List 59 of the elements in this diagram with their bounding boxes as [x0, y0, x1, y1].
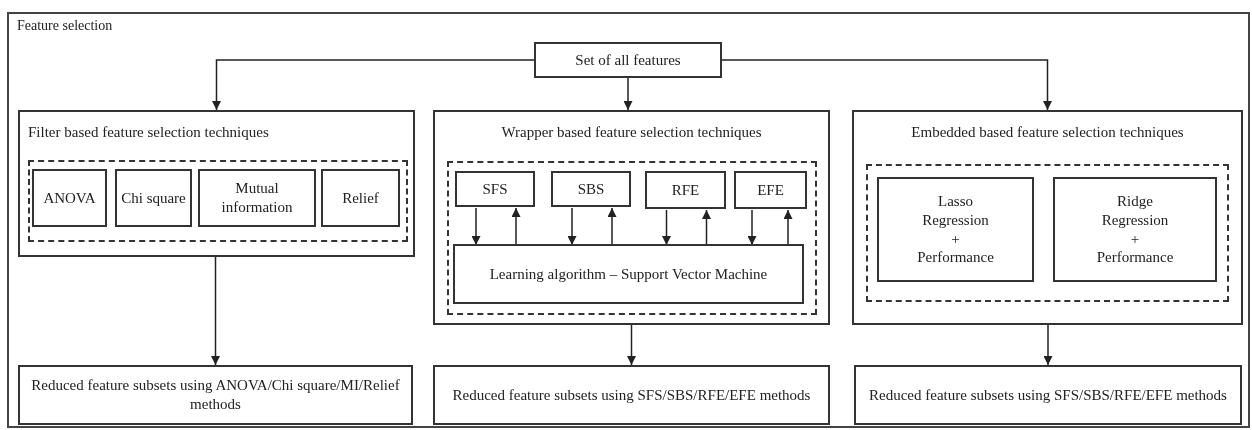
- result-box: [854, 365, 1242, 425]
- dashed-group: [865, 163, 1229, 302]
- method-box: [551, 171, 631, 207]
- technique-panel: [852, 110, 1243, 325]
- arrow: [627, 324, 636, 366]
- box-label: Lasso Regression: [921, 192, 990, 230]
- dashed-group: [446, 160, 817, 315]
- result-box: [433, 365, 830, 425]
- arrow: [212, 59, 535, 111]
- arrow: [211, 256, 220, 366]
- box-label: Chi square: [120, 188, 187, 208]
- group-heading: Feature selection: [17, 18, 113, 34]
- box-label: EFE: [756, 180, 785, 200]
- arrow: [607, 207, 617, 246]
- method-box: [645, 171, 726, 209]
- process-box: [534, 42, 722, 78]
- arrow: [567, 207, 577, 246]
- method-box: [734, 171, 807, 209]
- arrow: [721, 59, 1052, 111]
- diagram-frame: [7, 12, 1250, 428]
- arrow: [1043, 324, 1053, 366]
- technique-panel: [433, 110, 830, 325]
- box-label: +: [1129, 229, 1141, 249]
- box-label: SFS: [481, 179, 509, 199]
- method-box: [1053, 177, 1217, 282]
- method-box: [455, 171, 535, 207]
- arrow: [783, 209, 793, 246]
- method-box: [115, 169, 192, 227]
- box-label: Performance: [1095, 248, 1175, 267]
- arrow: [471, 207, 481, 246]
- method-box: [877, 177, 1034, 282]
- box-label: Relief: [341, 188, 380, 208]
- box-label: ANOVA: [42, 188, 97, 208]
- box-label: Reduced feature subsets using SFS/SBS/RFE/EFE methods: [451, 385, 812, 405]
- box-label: SBS: [576, 179, 606, 199]
- box-label: +: [950, 229, 961, 249]
- group-heading: Filter based feature selection techniques: [28, 124, 269, 141]
- box-label: RFE: [670, 180, 701, 200]
- process-box: [453, 244, 804, 304]
- method-box: [198, 169, 316, 227]
- method-box: [321, 169, 400, 227]
- box-label: Reduced feature subsets using SFS/SBS/RFE/EFE methods: [868, 385, 1228, 405]
- result-box: [18, 365, 413, 425]
- box-label: Set of all features: [574, 50, 682, 70]
- box-label: Performance: [916, 248, 995, 267]
- method-box: [32, 169, 107, 227]
- arrow: [747, 209, 757, 246]
- dashed-group: [27, 159, 408, 242]
- group-heading: Wrapper based feature selection techniques: [500, 124, 763, 141]
- technique-panel: [18, 110, 415, 257]
- box-label: Ridge Regression: [1100, 192, 1170, 230]
- arrow: [702, 209, 711, 246]
- arrow: [511, 207, 521, 246]
- arrow: [623, 77, 633, 111]
- box-label: Reduced feature subsets using ANOVA/Chi square/MI/Relief methods: [30, 376, 401, 414]
- arrow: [662, 209, 671, 246]
- box-label: Learning algorithm – Support Vector Machine: [488, 264, 769, 284]
- group-heading: Embedded based feature selection techniques: [910, 124, 1185, 141]
- box-label: Mutual information: [220, 179, 294, 217]
